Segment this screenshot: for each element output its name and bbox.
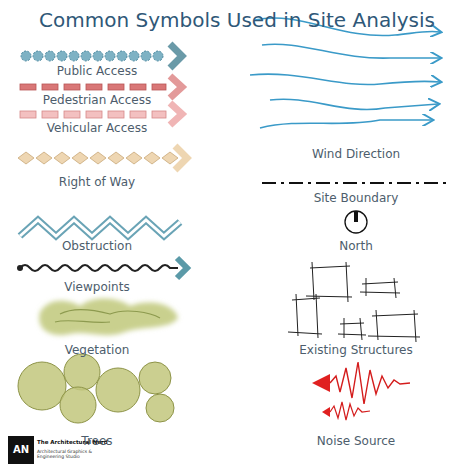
logo-name: The Architectural Nerd: [37, 439, 108, 445]
north-symbol: [345, 211, 367, 233]
obstruction-symbol: [20, 220, 180, 236]
wind-direction-symbol: [250, 18, 440, 128]
existing-structures-symbol: [288, 262, 420, 342]
symbol-label: Pedestrian Access: [43, 94, 151, 107]
logo-box: [8, 436, 34, 464]
right-of-way-symbol: [18, 152, 178, 164]
symbol-label: Wind Direction: [312, 148, 400, 161]
logo-mark: AN: [13, 444, 29, 455]
symbol-label: Vehicular Access: [47, 122, 147, 135]
vegetation-symbol: [39, 298, 178, 335]
noise-source-symbol: [312, 362, 410, 420]
arrow-head: [170, 44, 182, 68]
logo-subtitle: Architectural Graphics & Engineering Stu…: [37, 450, 97, 460]
symbol-label: Site Boundary: [314, 192, 399, 205]
symbol-label: North: [339, 240, 373, 253]
vehicular-access-symbol: [20, 111, 166, 118]
symbol-label: Viewpoints: [64, 281, 129, 294]
viewpoint-line: [20, 265, 178, 271]
arrow-head: [170, 103, 182, 125]
symbol-label: Noise Source: [317, 435, 395, 448]
arrow-head: [175, 146, 187, 170]
symbol-label: Public Access: [57, 65, 137, 78]
arrow-head: [177, 258, 187, 278]
site-boundary-symbol: [262, 182, 448, 184]
page-title: Common Symbols Used in Site Analysis: [39, 9, 435, 31]
trees-symbol: [18, 354, 174, 423]
symbol-label: Existing Structures: [299, 344, 412, 357]
symbol-label: Obstruction: [62, 240, 132, 253]
arrow-head: [170, 76, 182, 98]
symbol-label: Right of Way: [59, 176, 135, 189]
symbol-label: Vegetation: [65, 344, 130, 357]
public-access-symbol: [21, 51, 163, 61]
pedestrian-access-symbol: [20, 84, 166, 90]
obstruction-symbol: [20, 220, 180, 236]
